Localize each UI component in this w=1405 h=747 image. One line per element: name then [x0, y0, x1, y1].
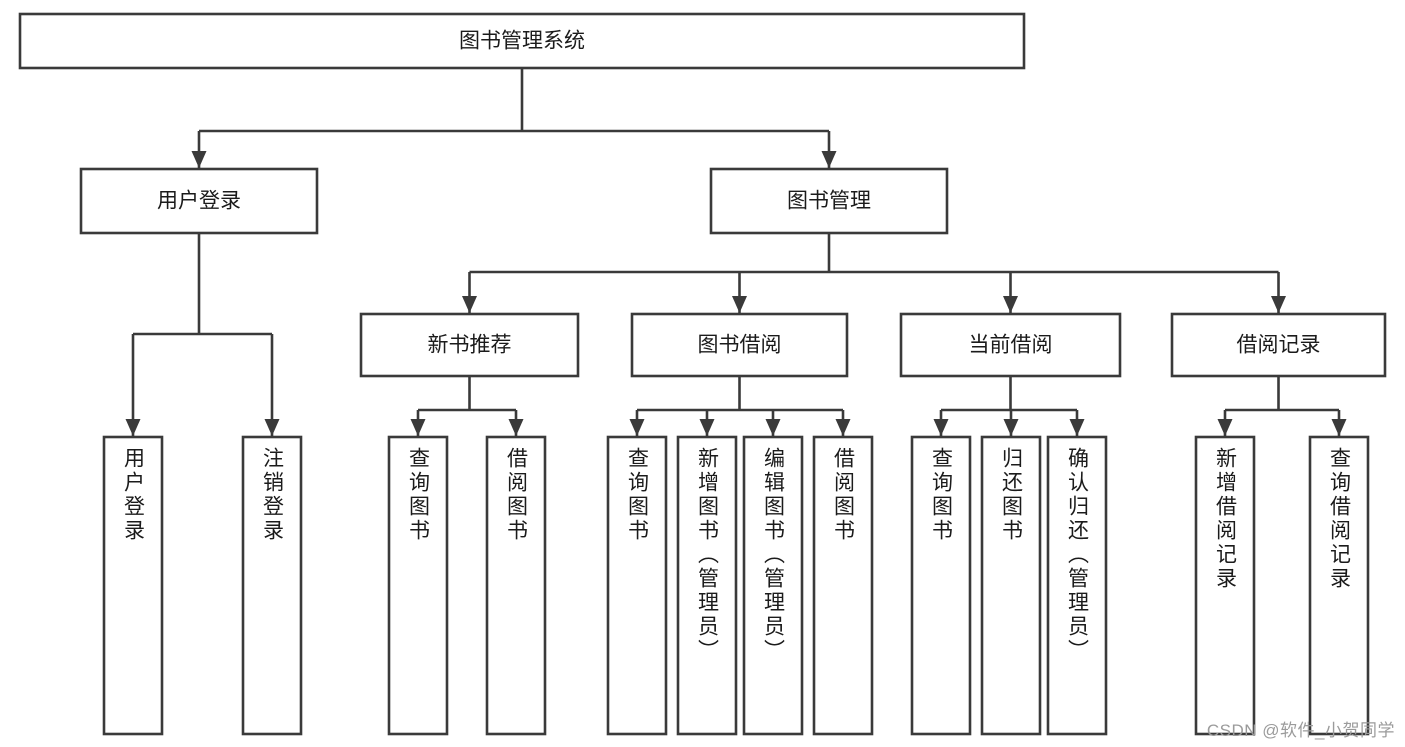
node-box-borrow-borrow-book[interactable] — [812, 435, 874, 736]
arrow-head-icon — [1331, 419, 1347, 436]
arrow-head-icon — [933, 419, 949, 436]
node-box-undefined[interactable] — [18, 12, 1026, 70]
node-box-record-add[interactable] — [1194, 435, 1256, 736]
node-box-record-query[interactable] — [1308, 435, 1370, 736]
node-box-borrow-add-book[interactable] — [676, 435, 738, 736]
node-label-user-login: 用户登录 — [157, 190, 241, 213]
node-box-current-return-book[interactable] — [980, 435, 1042, 736]
node-label-borrow-records: 借阅记录 — [1237, 334, 1321, 357]
node-label-book-borrow: 图书借阅 — [698, 334, 782, 357]
node-box-borrow-query-book[interactable] — [606, 435, 668, 736]
node-box-borrow-records[interactable] — [1170, 312, 1387, 378]
connectors-layer — [125, 68, 1347, 436]
node-label-book-manage: 图书管理 — [787, 190, 871, 213]
arrow-head-icon — [821, 151, 837, 168]
node-box-current-query-book[interactable] — [910, 435, 972, 736]
arrow-head-icon — [508, 419, 524, 436]
node-box-new-book-rec[interactable] — [359, 312, 580, 378]
arrow-head-icon — [1217, 419, 1233, 436]
arrow-head-icon — [765, 419, 781, 436]
node-box-rec-borrow-book[interactable] — [485, 435, 547, 736]
node-label-new-book-rec: 新书推荐 — [428, 334, 512, 357]
arrow-head-icon — [191, 151, 207, 168]
arrow-head-icon — [125, 419, 141, 436]
node-box-rec-query-book[interactable] — [387, 435, 449, 736]
node-label-current-borrow: 当前借阅 — [969, 334, 1053, 357]
node-box-user-login-do[interactable] — [102, 435, 164, 736]
node-box-book-manage[interactable] — [709, 167, 949, 235]
arrow-head-icon — [410, 419, 426, 436]
node-box-current-borrow[interactable] — [899, 312, 1122, 378]
arrow-head-icon — [1003, 296, 1018, 313]
arrow-head-icon — [1069, 419, 1085, 436]
arrow-head-icon — [264, 419, 280, 436]
node-box-user-logout[interactable] — [241, 435, 303, 736]
node-box-borrow-edit-book[interactable] — [742, 435, 804, 736]
arrow-head-icon — [1271, 296, 1286, 313]
arrow-head-icon — [462, 296, 477, 313]
arrow-head-icon — [699, 419, 715, 436]
arrow-head-icon — [629, 419, 645, 436]
node-box-user-login[interactable] — [79, 167, 319, 235]
arrow-head-icon — [835, 419, 851, 436]
arrow-head-icon — [732, 296, 747, 313]
csdn-watermark: CSDN @软件_小贺同学 — [1206, 721, 1395, 740]
node-label-undefined: 图书管理系统 — [459, 30, 585, 53]
node-box-current-confirm-return[interactable] — [1046, 435, 1108, 736]
node-box-book-borrow[interactable] — [630, 312, 849, 378]
boxes-layer — [18, 12, 1387, 736]
arrow-head-icon — [1003, 419, 1019, 436]
